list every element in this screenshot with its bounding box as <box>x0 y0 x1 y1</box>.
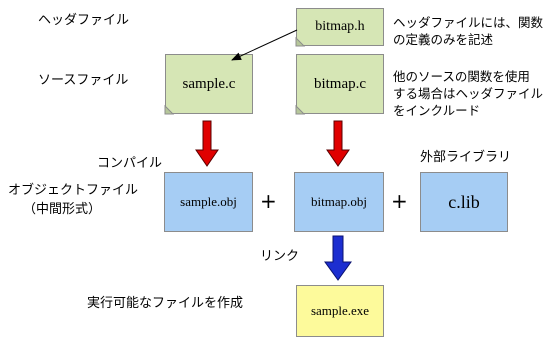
header-file-label: ヘッダファイル <box>38 13 130 28</box>
bitmap-h-label: bitmap.h <box>315 19 365 34</box>
plus-sign-1: + <box>260 189 277 213</box>
c-lib-file: c.lib <box>420 172 508 232</box>
sample-obj-file: sample.obj <box>164 172 253 232</box>
c-lib-label: c.lib <box>448 191 480 212</box>
header-note-line2: の定義のみを記述 <box>393 32 494 47</box>
bitmap-obj-label: bitmap.obj <box>311 194 367 209</box>
bitmap-c-fold <box>295 104 306 115</box>
compile-arrow-bitmap <box>326 120 350 167</box>
sample-c-label: sample.c <box>182 75 236 92</box>
sample-obj-label: sample.obj <box>180 194 237 209</box>
source-note-line2: する場合はヘッダファイル <box>393 86 544 101</box>
sample-c-file: sample.c <box>165 54 253 114</box>
sample-c-fold <box>164 104 175 115</box>
source-note-line3: をインクルード <box>393 103 481 118</box>
plus-sign-2: + <box>391 189 408 213</box>
bitmap-c-file: bitmap.c <box>296 54 384 114</box>
object-file-sublabel: （中間形式） <box>23 202 102 217</box>
bitmap-obj-file: bitmap.obj <box>294 172 384 232</box>
external-library-label: 外部ライブラリ <box>420 150 512 165</box>
link-arrow <box>324 235 352 281</box>
compile-arrow-sample <box>195 120 219 167</box>
object-file-label: オブジェクトファイル <box>8 183 139 198</box>
sample-exe-label: sample.exe <box>310 303 370 318</box>
sample-exe-file: sample.exe <box>296 285 384 337</box>
source-file-label: ソースファイル <box>38 73 129 88</box>
bitmap-h-fold <box>295 36 306 47</box>
include-arrow <box>231 29 298 61</box>
source-note-line1: 他のソースの関数を使用 <box>393 69 530 84</box>
header-note-line1: ヘッダファイルには、関数 <box>393 15 544 30</box>
bitmap-c-label: bitmap.c <box>313 75 367 92</box>
bitmap-h-file: bitmap.h <box>296 8 384 46</box>
link-label: リンク <box>260 249 300 264</box>
compile-label: コンパイル <box>97 156 163 171</box>
create-executable-label: 実行可能なファイルを作成 <box>87 296 244 311</box>
